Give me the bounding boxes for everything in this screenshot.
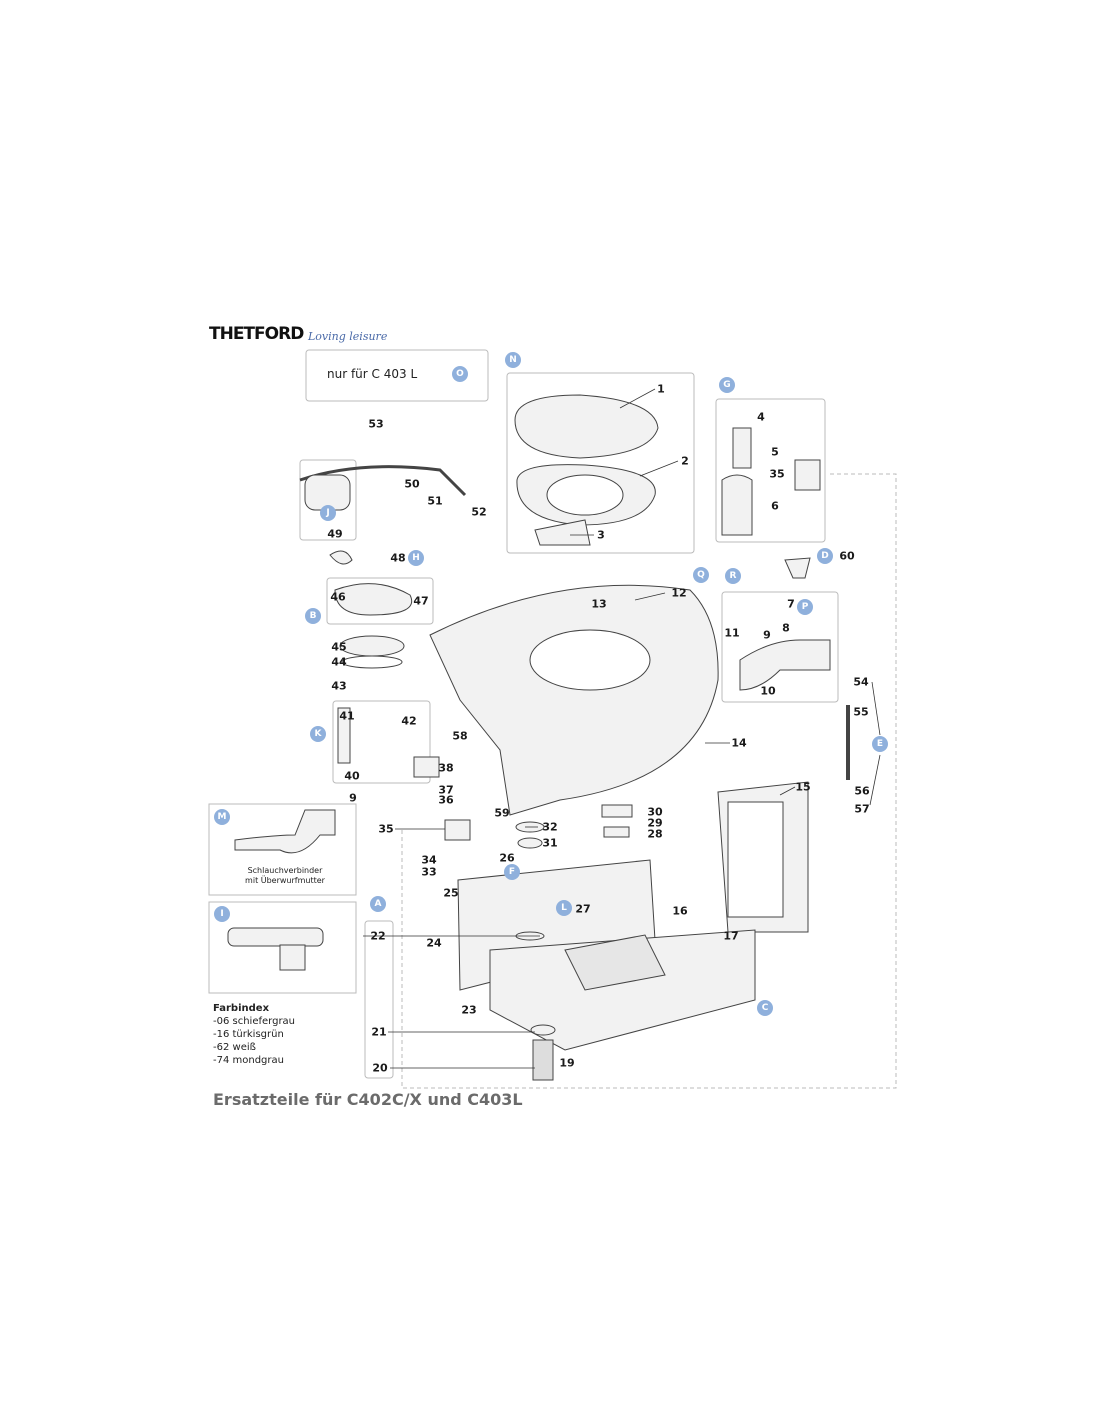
part-number-label: 3	[597, 528, 605, 542]
group-badge: B	[305, 608, 321, 624]
group-badge: F	[504, 864, 520, 880]
part-number-label: 43	[331, 679, 347, 693]
part-number-label: 37	[438, 783, 454, 797]
part-number-label: 41	[339, 709, 355, 723]
part-number-label: 35	[378, 822, 394, 836]
part-number-label: 29	[647, 816, 663, 830]
part-number-label: 52	[471, 505, 487, 519]
color-index-item: -74 mondgrau	[213, 1055, 284, 1066]
color-index-item: -16 türkisgrün	[213, 1029, 284, 1040]
part-number-label: 8	[782, 621, 790, 635]
part-number-label: 23	[461, 1003, 477, 1017]
group-badge: D	[817, 548, 833, 564]
part-number-label: 48	[390, 551, 406, 565]
part-number-label: 25	[443, 886, 459, 900]
part-number-label: 7	[787, 597, 795, 611]
group-badge-m: M	[214, 809, 230, 825]
part-number-label: 42	[401, 714, 417, 728]
part-number-label: 40	[344, 769, 360, 783]
part-number-label: 27	[575, 902, 591, 916]
group-badge: L	[556, 900, 572, 916]
group-badge: Q	[693, 567, 709, 583]
group-badge-o: O	[452, 366, 468, 382]
part-number-label: 2	[681, 454, 689, 468]
group-badge: C	[757, 1000, 773, 1016]
part-number-label: 1	[657, 382, 665, 396]
part-number-label: 4	[757, 410, 765, 424]
part-number-label: 49	[327, 527, 343, 541]
part-number-label: 33	[421, 865, 437, 879]
brand-tagline: Loving leisure	[308, 330, 388, 343]
part-number-label: 45	[331, 640, 347, 654]
part-number-label: 38	[438, 761, 454, 775]
group-badge-i: I	[214, 906, 230, 922]
group-badge: A	[370, 896, 386, 912]
group-badge: J	[320, 505, 336, 521]
part-number-label: 53	[368, 417, 384, 431]
part-number-label: 24	[426, 936, 442, 950]
group-badge: E	[872, 736, 888, 752]
part-number-label: 31	[542, 836, 558, 850]
part-number-label: 20	[372, 1061, 388, 1075]
part-number-label: 28	[647, 827, 663, 841]
part-number-label: 59	[494, 806, 510, 820]
page-title: Ersatzteile für C402C/X und C403L	[213, 1090, 523, 1109]
color-index-item: -62 weiß	[213, 1042, 256, 1053]
part-number-label: 47	[413, 594, 429, 608]
group-badge: H	[408, 550, 424, 566]
part-number-label: 46	[330, 590, 346, 604]
part-number-label: 22	[370, 929, 386, 943]
part-number-label: 54	[853, 675, 869, 689]
part-number-label: 36	[438, 793, 454, 807]
part-number-label: 44	[331, 655, 347, 669]
part-number-label: 26	[499, 851, 515, 865]
group-badge: P	[797, 599, 813, 615]
part-number-label: 58	[452, 729, 468, 743]
note-c403l: nur für C 403 L	[327, 367, 418, 381]
part-number-label: 9	[349, 791, 357, 805]
part-number-label: 11	[724, 626, 740, 640]
part-number-label: 16	[672, 904, 688, 918]
part-number-label: 35	[769, 467, 785, 481]
color-index-title: Farbindex	[213, 1003, 270, 1014]
part-number-label: 10	[760, 684, 776, 698]
part-number-label: 15	[795, 780, 811, 794]
part-number-label: 60	[839, 549, 855, 563]
part-number-label: 30	[647, 805, 663, 819]
group-badge: G	[719, 377, 735, 393]
part-number-label: 50	[404, 477, 420, 491]
part-number-label: 55	[853, 705, 869, 719]
caption-line: Schlauchverbinder	[247, 866, 323, 875]
part-number-label: 9	[763, 628, 771, 642]
part-number-label: 13	[591, 597, 607, 611]
part-number-label: 34	[421, 853, 437, 867]
part-number-label: 19	[559, 1056, 575, 1070]
thetford-logo: THETFORD	[209, 324, 304, 344]
group-badge: N	[505, 352, 521, 368]
part-number-label: 57	[854, 802, 870, 816]
part-number-label: 6	[771, 499, 779, 513]
color-index: Farbindex -06 schiefergrau -16 türkisgrü…	[213, 1002, 295, 1067]
part-number-label: 12	[671, 586, 687, 600]
part-number-label: 5	[771, 445, 779, 459]
part-number-label: 56	[854, 784, 870, 798]
part-number-label: 21	[371, 1025, 387, 1039]
caption-line: mit Überwurfmutter	[245, 876, 325, 885]
part-number-label: 51	[427, 494, 443, 508]
color-index-item: -06 schiefergrau	[213, 1016, 296, 1027]
part-number-label: 14	[731, 736, 747, 750]
part-number-label: 32	[542, 820, 558, 834]
part-number-label: 17	[723, 929, 739, 943]
group-badge: K	[310, 726, 326, 742]
group-badge: R	[725, 568, 741, 584]
